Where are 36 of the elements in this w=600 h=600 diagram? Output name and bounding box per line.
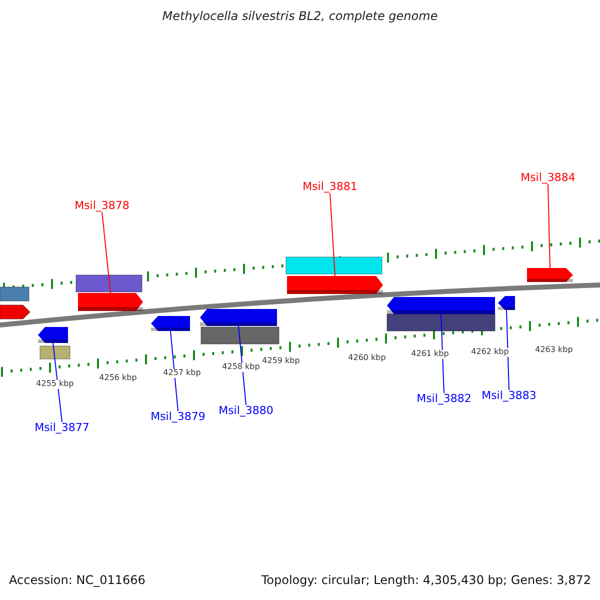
gene-feature: [527, 268, 573, 282]
gene-label: Msil_3878: [74, 200, 130, 212]
scale-label: 4262 kbp: [471, 348, 509, 357]
gene-feature: [287, 276, 383, 294]
accession-text: Accession: NC_011666: [9, 574, 146, 588]
leader-line: [102, 212, 111, 294]
gene-label: Msil_3884: [520, 172, 576, 184]
scale-label: 4263 kbp: [535, 346, 573, 355]
scale-label: 4259 kbp: [262, 357, 300, 366]
gene-label: Msil_3880: [218, 405, 274, 418]
scale-label: 4257 kbp: [163, 369, 201, 378]
leader-line: [238, 326, 246, 406]
leader-line: [330, 192, 336, 276]
genome-summary-text: Topology: circular; Length: 4,305,430 bp; Genes: 3,872: [261, 574, 591, 588]
leader-line: [440, 314, 444, 394]
gene-label: Msil_3882: [416, 393, 472, 406]
gene-feature: [78, 293, 143, 311]
leader-line: [170, 330, 178, 412]
gene-feature: [498, 296, 515, 310]
gene-label: Msil_3877: [34, 422, 90, 434]
gene-feature: [38, 327, 68, 343]
scale-label: 4256 kbp: [99, 374, 137, 383]
gene-feature: [151, 316, 190, 331]
gene-label: Msil_3883: [482, 390, 536, 402]
scale-label: 4261 kbp: [411, 350, 449, 359]
gene-feature: [200, 309, 277, 326]
scale-label: 4258 kbp: [222, 363, 260, 372]
leader-line: [506, 310, 510, 390]
title: Methylocella silvestris BL2, complete genome: [162, 10, 438, 24]
gene-label: Msil_3879: [150, 411, 206, 424]
leader-line: [52, 342, 62, 422]
gene-feature: [387, 297, 495, 314]
scale-label: 4255 kbp: [36, 380, 74, 389]
scale-label: 4260 kbp: [348, 354, 386, 363]
leader-line: [548, 184, 550, 268]
gene-label: Msil_3881: [302, 181, 358, 194]
